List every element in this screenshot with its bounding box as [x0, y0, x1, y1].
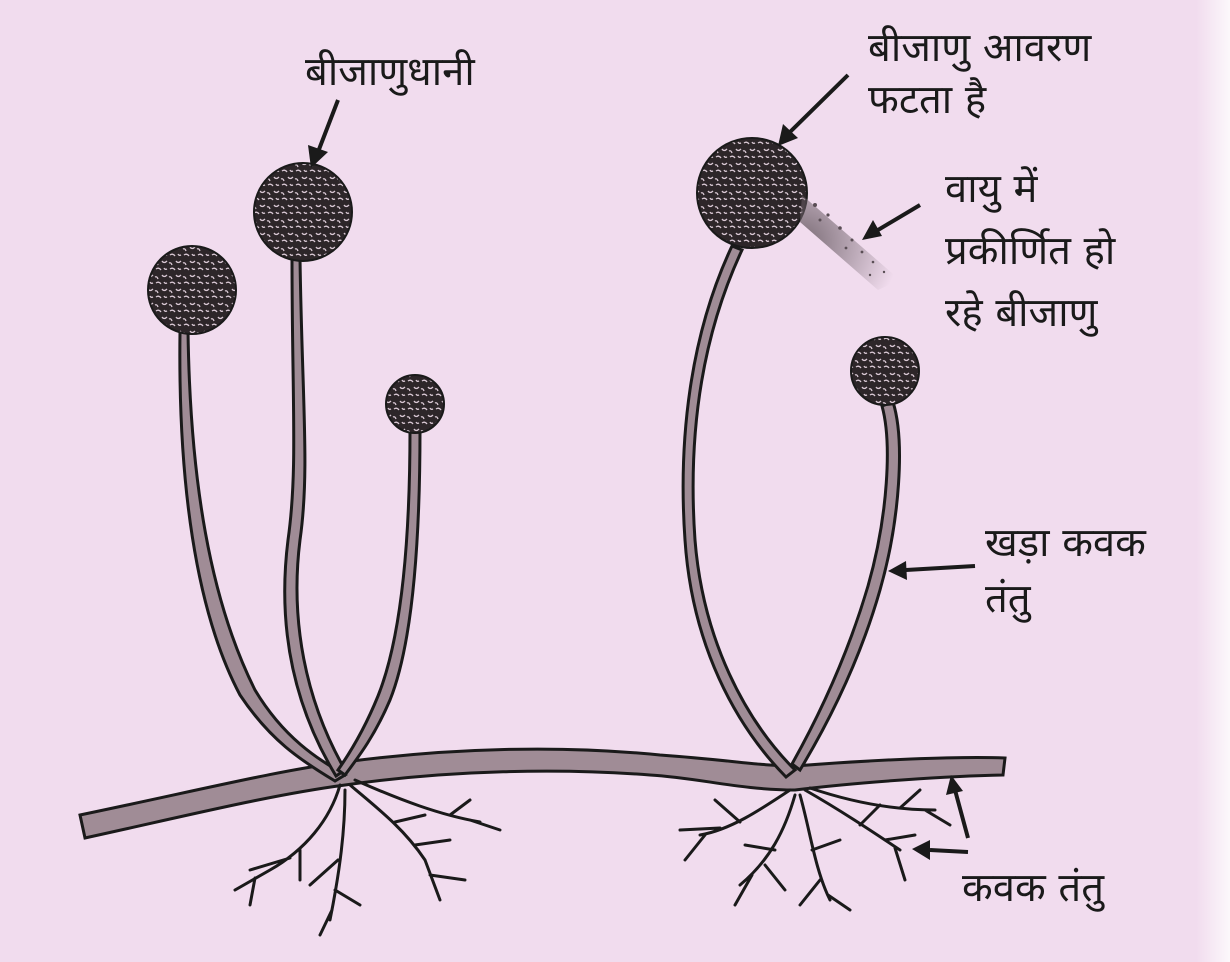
stalk-right-1 — [683, 246, 795, 777]
arrow-spore-wall — [778, 75, 848, 146]
label-sporangium: बीजाणुधानी — [305, 46, 475, 98]
sporangium-right-2 — [851, 337, 919, 405]
spore-spray — [800, 195, 900, 290]
right-sporangiophores — [683, 246, 899, 777]
arrow-sporangium — [308, 100, 338, 168]
label-erect-hypha-line-2: तंतु — [985, 571, 1146, 627]
stalk-left-2 — [285, 258, 345, 776]
arrow-hypha-left — [912, 840, 968, 860]
sporangium-bursting — [697, 138, 807, 248]
sporangium-left-3 — [386, 375, 444, 433]
right-rhizoids — [680, 788, 950, 910]
arrow-spores-dispersed — [862, 205, 920, 240]
stalk-left-3 — [338, 430, 420, 775]
label-spore-wall-line-2: फटता है — [868, 74, 1091, 126]
arrow-erect-hypha — [888, 561, 975, 580]
sporangium-left-1 — [148, 246, 236, 334]
label-spores-line-3: रहे बीजाणु — [945, 282, 1115, 344]
label-erect-hypha-line-1: खड़ा कवक — [985, 515, 1146, 571]
label-spore-wall-bursts: बीजाणु आवरण फटता है — [868, 22, 1091, 126]
label-spores-dispersed: वायु में प्रकीर्णित हो रहे बीजाणु — [945, 158, 1115, 344]
arrow-hypha-up — [946, 775, 968, 838]
label-hypha: कवक तंतु — [962, 862, 1104, 914]
left-sporangiophores — [180, 258, 420, 781]
stolon-hypha — [80, 749, 1005, 838]
page-edge-shadow — [1196, 0, 1230, 962]
sporangium-left-2 — [254, 163, 352, 261]
left-rhizoids — [235, 780, 500, 935]
label-spore-wall-line-1: बीजाणु आवरण — [868, 22, 1091, 74]
label-arrows — [308, 75, 975, 860]
label-spores-line-1: वायु में — [945, 158, 1115, 220]
label-erect-hypha: खड़ा कवक तंतु — [985, 515, 1146, 627]
stalk-right-2 — [792, 402, 899, 770]
label-spores-line-2: प्रकीर्णित हो — [945, 220, 1115, 282]
